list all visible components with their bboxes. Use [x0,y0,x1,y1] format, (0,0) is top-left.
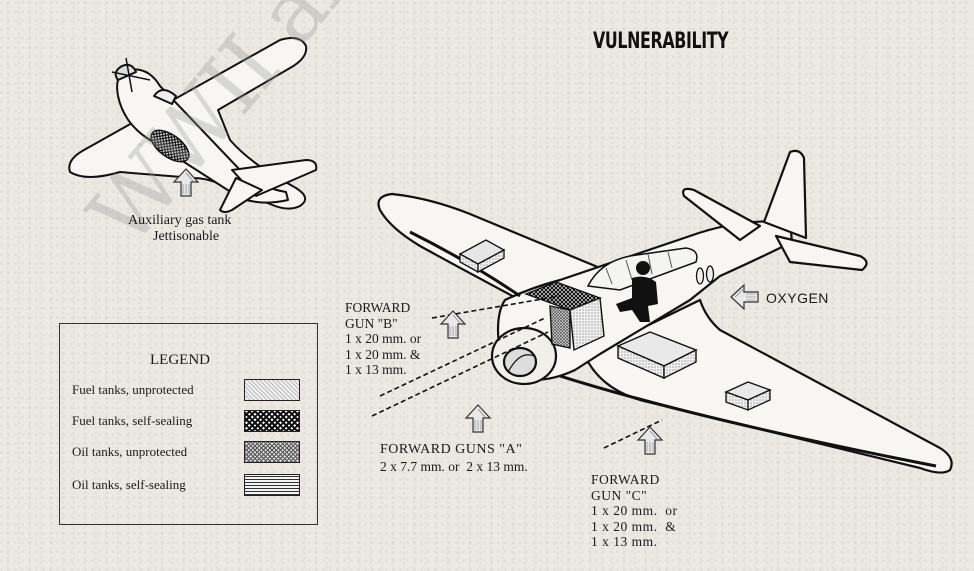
fuel-unprotected-swatch [244,379,300,401]
guns-a-label-line2: 2 x 7.7 mm. or 2 x 13 mm. [380,459,528,474]
oil-self-sealing-swatch [244,474,300,496]
aux-tank-caption-line2: Jettisonable [153,229,220,244]
oxygen-label: OXYGEN [766,290,829,306]
legend-item-label: Fuel tanks, self-sealing [72,413,193,428]
page-title: VULNERABILITY [593,29,729,54]
pilot-figure [616,261,658,322]
legend-item-fuel-unprotected: Fuel tanks, unprotected [72,379,312,401]
wing-fuel-tank-left [458,239,506,274]
legend-item-label: Fuel tanks, unprotected [72,382,194,397]
small-plane-diagram [68,37,318,213]
fuel-self-sealing-swatch [244,410,300,432]
fuselage-fuel-tank [524,281,605,352]
wing-fuel-tank-center [616,331,698,380]
oxygen-arrow-icon [730,284,759,310]
wing-fuel-tank-right [724,381,772,412]
legend-item-fuel-self-sealing: Fuel tanks, self-sealing [72,410,312,432]
legend-box: LEGEND Fuel tanks, unprotected Fuel tank… [59,323,318,525]
gun-c-label: FORWARD GUN "C" 1 x 20 mm. or 1 x 20 mm.… [591,472,678,549]
legend-item-oil-self-sealing: Oil tanks, self-sealing [72,474,312,496]
gun-b-label: FORWARD GUN "B" 1 x 20 mm. or 1 x 20 mm.… [345,300,422,377]
guns-a-label-line1: FORWARD GUNS "A" [380,442,523,457]
auxiliary-gas-tank-shape [150,129,190,163]
aux-tank-caption-line1: Auxiliary gas tank [128,213,232,228]
legend-item-oil-unprotected: Oil tanks, unprotected [72,441,312,463]
guns-a-arrow-icon [465,404,491,433]
oxygen-bottles-shape [695,265,715,285]
gun-c-arrow-icon [637,426,663,455]
gun-fire-lines [371,295,663,449]
oil-unprotected-swatch [244,441,300,463]
legend-title: LEGEND [150,352,210,368]
legend-item-label: Oil tanks, unprotected [72,444,188,459]
legend-item-label: Oil tanks, self-sealing [72,477,186,492]
